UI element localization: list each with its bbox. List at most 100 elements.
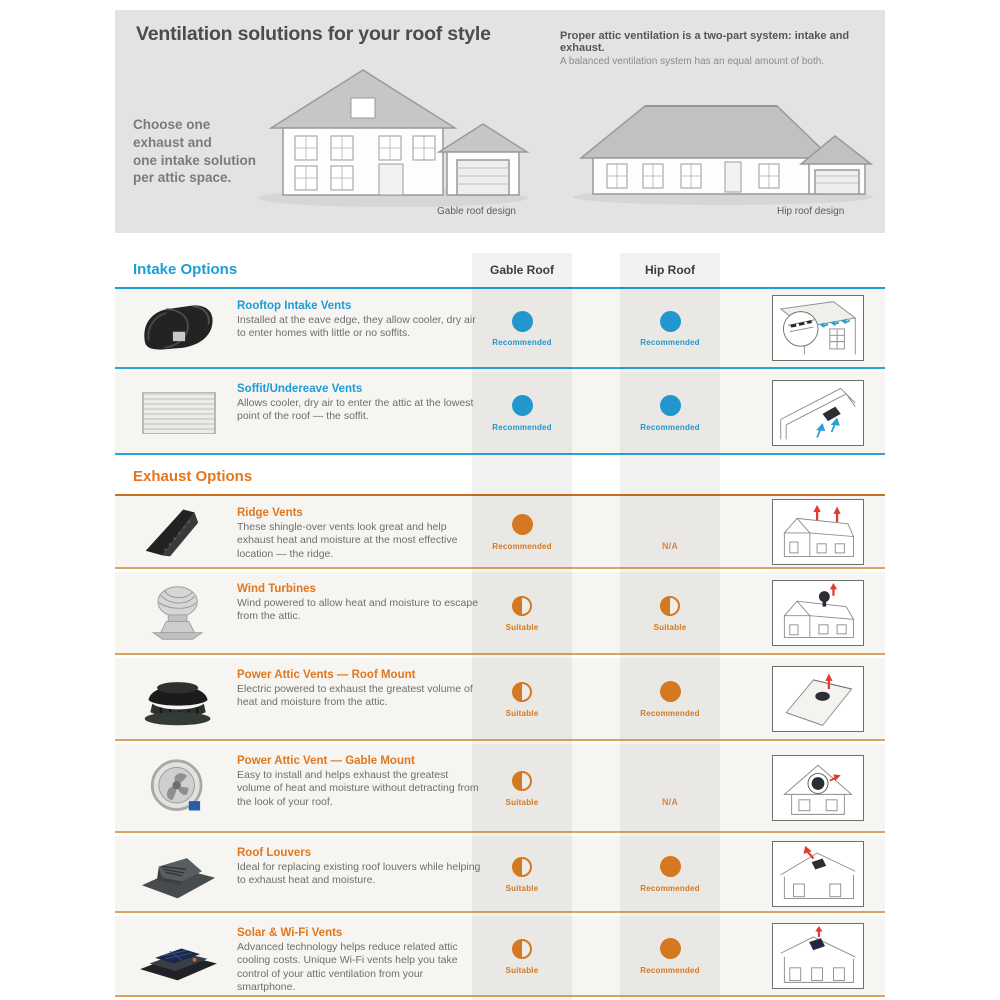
status-dot-slot [512,680,532,704]
status-label: Suitable [505,965,539,975]
status-dot-slot [512,769,532,793]
status-dot-slot [512,937,532,961]
status-dot-slot [511,394,533,418]
gable-house-illustration [258,69,530,207]
option-title: Power Attic Vents — Roof Mount [237,669,416,681]
suitable-dot [512,938,532,959]
status-dot-slot [659,937,681,961]
section-header-intake: Intake Options [115,253,885,289]
option-title: Wind Turbines [237,583,316,595]
recommended-dot [659,395,681,416]
choose-instruction: Choose one exhaust and one intake soluti… [133,117,257,186]
option-description: Electric powered to exhaust the greatest… [237,683,473,709]
recommended-dot [511,310,533,332]
status-hip-roof: Recommended [620,658,720,739]
status-dot-slot [512,594,532,618]
page-title: Ventilation solutions for your roof styl… [136,23,491,45]
option-title: Power Attic Vent — Gable Mount [237,755,415,767]
suitable-dot [512,856,532,877]
status-hip-roof: Recommended [620,289,720,367]
option-description: Wind powered to allow heat and moisture … [237,597,479,623]
status-hip-roof: N/A [620,744,720,831]
option-title: Solar & Wi-Fi Vents [237,927,343,939]
status-gable-roof: Recommended [472,372,572,453]
option-description: Allows cooler, dry air to enter the atti… [237,397,474,423]
status-label: Recommended [640,422,700,432]
solar-wifi-diagram [772,922,864,989]
roof-louver-diagram [772,840,864,907]
option-description: Ideal for replacing existing roof louver… [237,861,481,887]
gable-mount-diagram [772,754,864,821]
intro-regular-line: A balanced ventilation system has an equ… [560,56,825,67]
suitable-dot [512,595,532,616]
status-gable-roof: Recommended [472,496,572,567]
hip-house-illustration [573,105,874,205]
status-dot-slot [511,309,533,333]
ridge-vent-product [127,496,231,567]
status-gable-roof: Suitable [472,658,572,739]
gable-mount-product [127,744,231,831]
column-header-gable: Gable Roof [489,263,554,277]
option-title: Ridge Vents [237,507,303,519]
recommended-dot [659,856,681,877]
status-label: N/A [661,797,679,807]
roof-louver-product [127,836,231,911]
suitable-dot [512,681,532,702]
suitable-dot [660,595,680,616]
status-dot-slot [511,513,533,537]
status-gable-roof: Suitable [472,916,572,995]
status-dot-slot [659,309,681,333]
status-gable-roof: Suitable [472,836,572,911]
status-gable-roof: Suitable [472,572,572,653]
option-description: Easy to install and helps exhaust the gr… [237,769,479,808]
status-gable-roof: Recommended [472,289,572,367]
option-title: Roof Louvers [237,847,312,859]
power-roof-mount-product [127,658,231,739]
status-label: Recommended [492,422,552,432]
status-label: Suitable [653,622,687,632]
status-label: Suitable [505,883,539,893]
status-label: Suitable [505,622,539,632]
status-dot-slot [512,855,532,879]
status-hip-roof: Suitable [620,572,720,653]
status-dot-slot [660,594,680,618]
recommended-dot [659,681,681,702]
recommended-dot [659,310,681,332]
recommended-dot [659,938,681,959]
status-label: Recommended [492,541,552,551]
rooftop-intake-diagram [772,295,864,361]
gable-roof-caption: Gable roof design [437,206,516,217]
wind-turbine-diagram [772,579,864,646]
status-label: Recommended [640,965,700,975]
recommended-dot [511,514,533,535]
option-title: Soffit/Undereave Vents [237,383,363,395]
status-hip-roof: N/A [620,496,720,567]
status-label: Suitable [505,797,539,807]
option-title: Rooftop Intake Vents [237,300,352,312]
option-description: Installed at the eave edge, they allow c… [237,314,476,340]
ridge-vent-diagram [772,498,864,565]
status-hip-roof: Recommended [620,916,720,995]
status-label: Recommended [640,338,700,347]
soffit-vent-product [127,372,231,453]
status-hip-roof: Recommended [620,836,720,911]
intro-bold-line: Proper attic ventilation is a two-part s… [560,30,850,54]
status-label: Suitable [505,708,539,718]
